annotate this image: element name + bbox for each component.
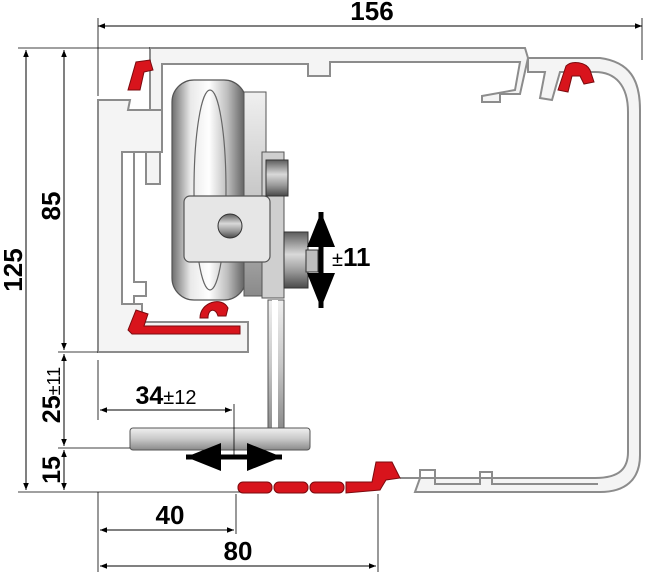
roller-groove xyxy=(193,89,227,291)
seal-top-left xyxy=(127,59,154,91)
hex-nut-top xyxy=(265,159,289,197)
dim-profile-depth: 80 xyxy=(224,536,253,566)
adjustment-arrows xyxy=(186,212,335,471)
roller-wheel xyxy=(171,79,247,301)
seal-group xyxy=(127,59,595,494)
dim-inner-height: 85 xyxy=(36,192,66,221)
support-post-inner xyxy=(272,300,278,430)
seal-roller-hook xyxy=(199,301,229,319)
dim-clearance: 25±11 xyxy=(38,367,66,423)
dim-seal-offset: 40 xyxy=(156,500,185,530)
profile-right-hook xyxy=(413,57,641,493)
dim-overall-width: 156 xyxy=(350,0,393,26)
dim-adjust-offset: 34±12 xyxy=(135,382,196,410)
dimension-lines xyxy=(18,18,643,572)
dim-overall-height: 125 xyxy=(0,248,28,291)
profile-bottom-lip xyxy=(400,469,598,485)
adjust-bolt xyxy=(305,249,319,273)
hex-nut xyxy=(283,231,309,289)
base-plate xyxy=(129,427,311,451)
dim-vertical-adjust: ±11 xyxy=(332,242,370,272)
profile-top-web xyxy=(149,47,530,111)
bracket-bolt xyxy=(217,213,243,239)
seal-top-right xyxy=(557,62,595,93)
profile-inner-rib xyxy=(145,151,161,185)
seal-bottom-strip xyxy=(237,461,401,494)
profile-inner-chamber xyxy=(133,152,147,304)
dimension-labels: 156 125 85 25±11 15 34±12 ±11 40 80 xyxy=(0,0,394,566)
dim-base-height: 15 xyxy=(38,456,66,484)
seal-bottom-left xyxy=(127,309,241,335)
